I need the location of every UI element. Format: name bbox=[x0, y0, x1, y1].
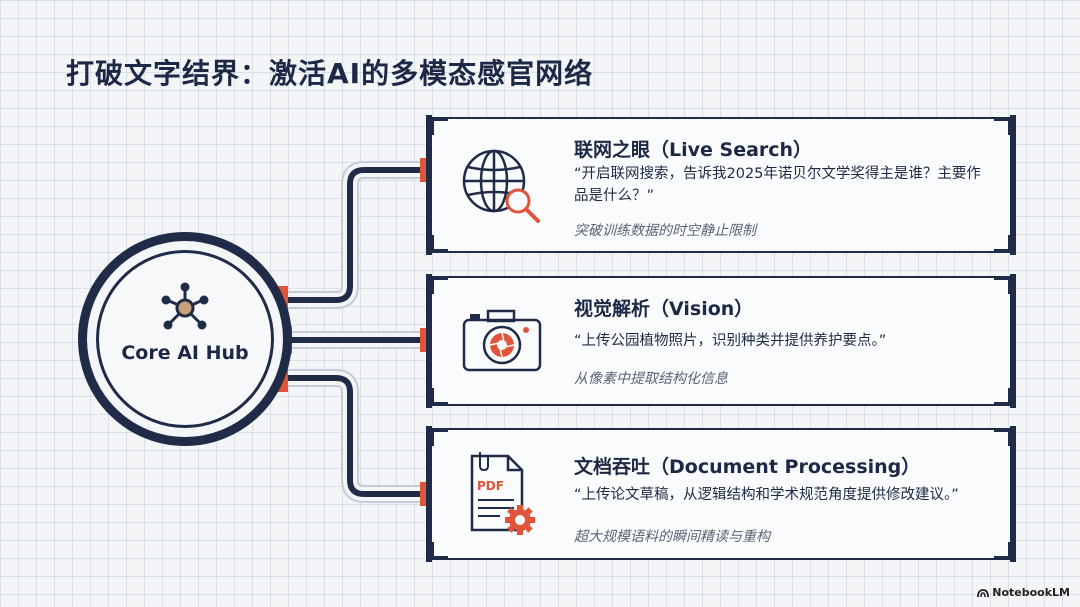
network-icon bbox=[157, 280, 213, 336]
notebooklm-brand: NotebookLM bbox=[977, 586, 1070, 599]
hub-label: Core AI Hub bbox=[78, 342, 292, 364]
card-vision: 视觉解析（Vision） “上传公园植物照片，识别种类并提供养护要点。” 从像素… bbox=[430, 276, 1012, 406]
card-subtitle: 从像素中提取结构化信息 bbox=[574, 368, 728, 388]
card-subtitle: 突破训练数据的时空静止限制 bbox=[574, 220, 756, 240]
core-ai-hub: Core AI Hub bbox=[78, 232, 292, 446]
card-quote: “上传公园植物照片，识别种类并提供养护要点。” bbox=[574, 330, 994, 352]
svg-text:PDF: PDF bbox=[477, 479, 504, 493]
card-title: 视觉解析（Vision） bbox=[574, 294, 753, 321]
globe-search-icon bbox=[460, 145, 546, 225]
notebooklm-logo-icon bbox=[977, 588, 989, 598]
card-quote: “上传论文草稿，从逻辑结构和学术规范角度提供修改建议。” bbox=[574, 484, 1004, 506]
card-title: 文档吞吐（Document Processing） bbox=[574, 452, 920, 479]
camera-icon bbox=[460, 306, 546, 376]
hub-inner-ring bbox=[96, 250, 274, 428]
wire-document bbox=[286, 378, 430, 494]
card-quote: “开启联网搜索，告诉我2025年诺贝尔文学奖得主是谁？主要作品是什么？” bbox=[574, 163, 994, 207]
card-subtitle: 超大规模语料的瞬间精读与重构 bbox=[574, 526, 770, 546]
pdf-document-icon: PDF bbox=[460, 448, 546, 538]
wire-live-search bbox=[286, 170, 430, 300]
card-document: PDF 文档吞吐（Document Processing） “上传论文草稿，从逻… bbox=[430, 428, 1012, 560]
card-live-search: 联网之眼（Live Search） “开启联网搜索，告诉我2025年诺贝尔文学奖… bbox=[430, 117, 1012, 253]
brand-label: NotebookLM bbox=[992, 586, 1070, 599]
card-title: 联网之眼（Live Search） bbox=[574, 135, 812, 162]
